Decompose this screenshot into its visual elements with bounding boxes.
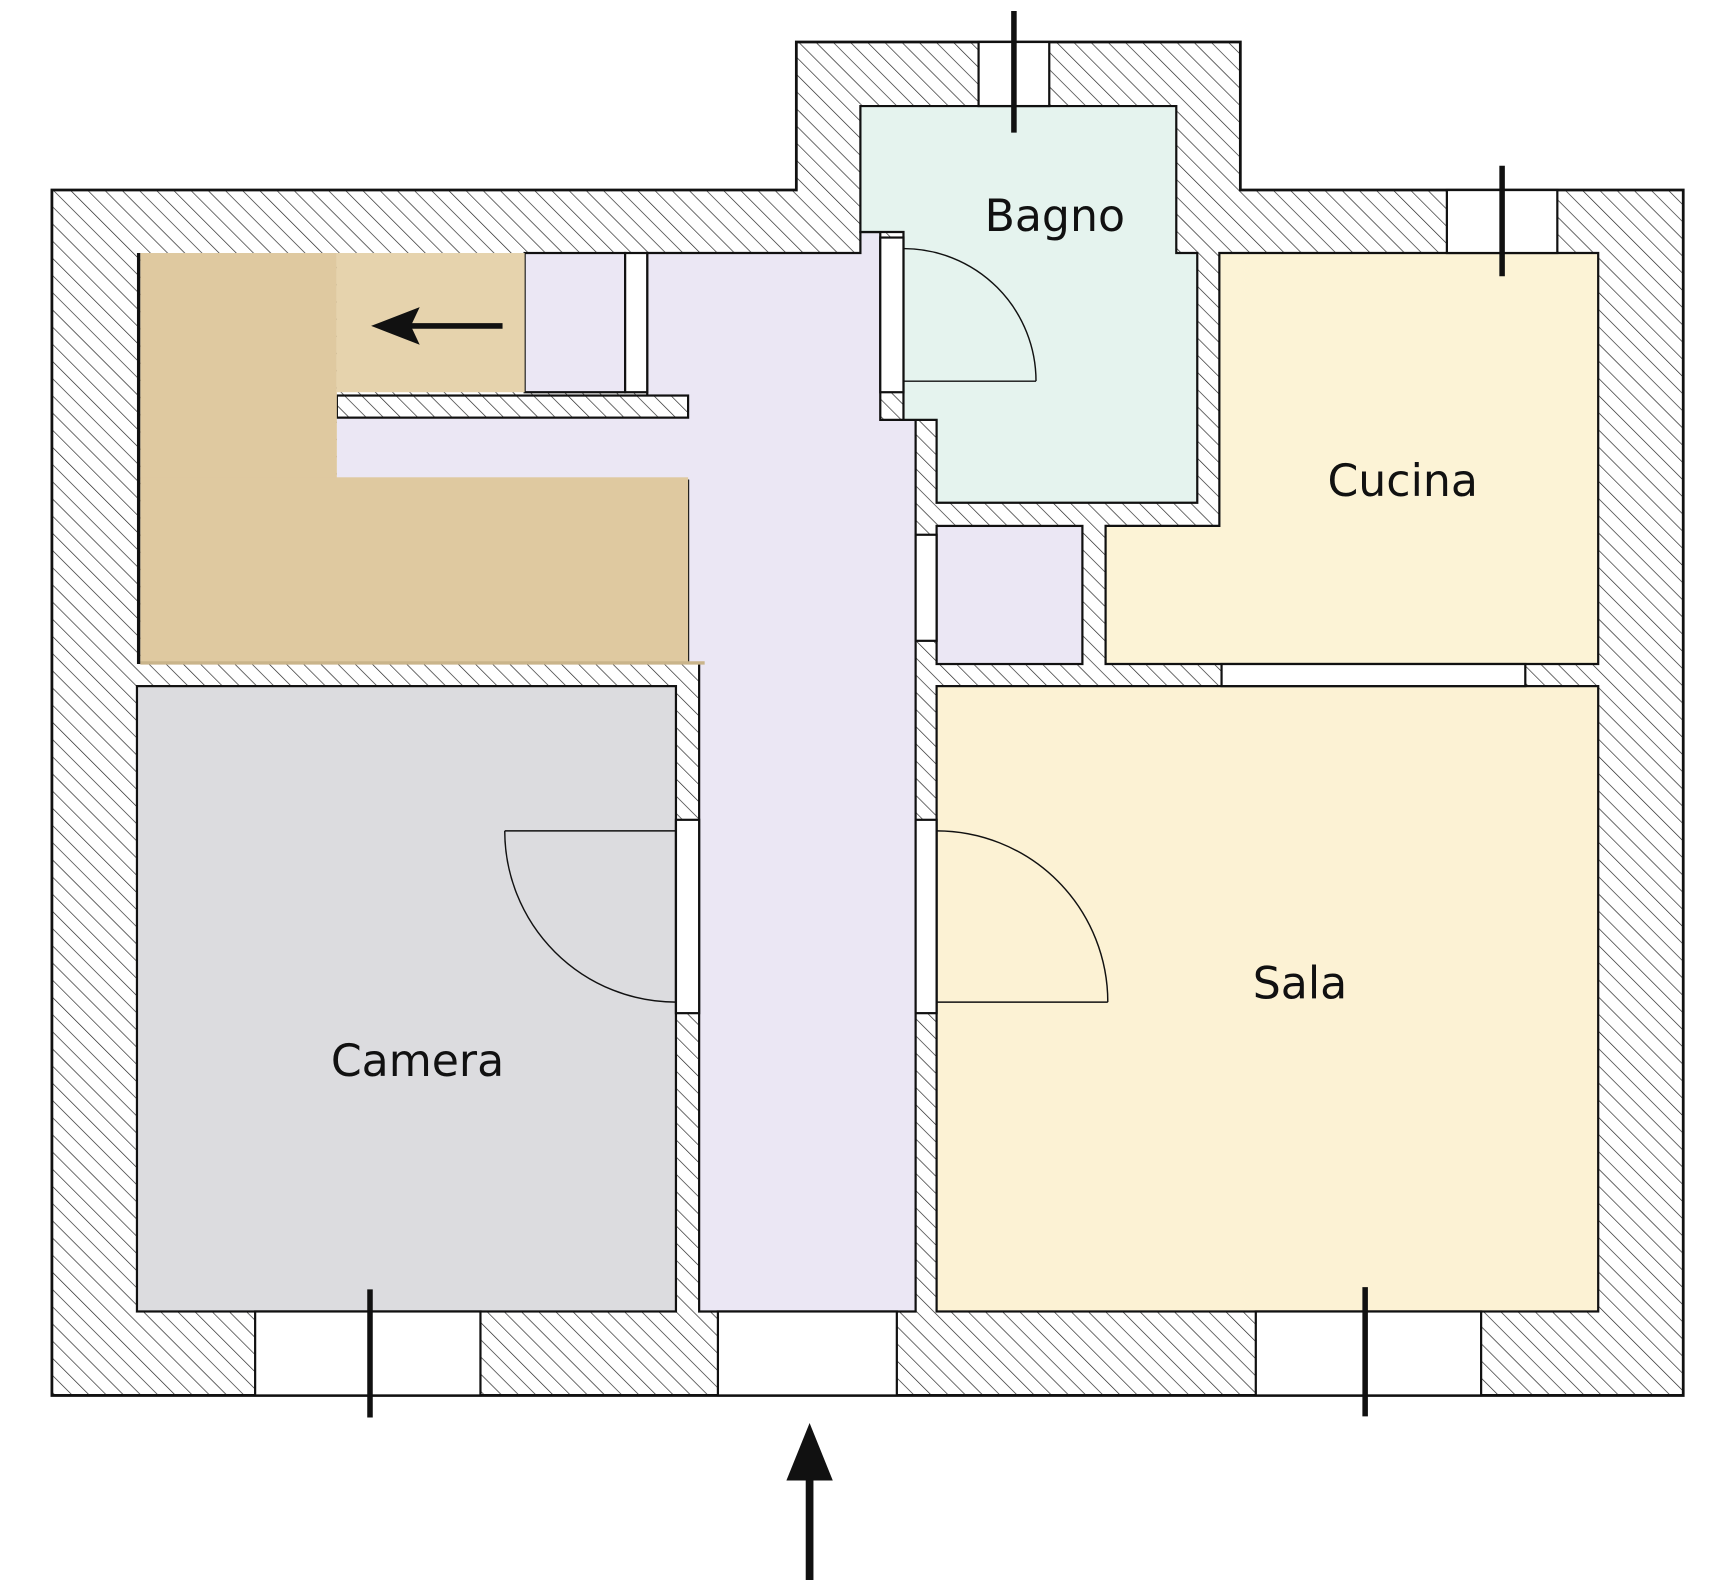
door-swing-sala <box>936 830 1109 1003</box>
wall-stub <box>335 394 690 419</box>
openings <box>254 40 1559 1397</box>
door-opening-sala <box>914 818 938 1015</box>
door-swing-camera <box>504 830 676 1003</box>
room-sala <box>935 685 1600 1313</box>
opening-stairs <box>624 251 649 394</box>
stairs-direction-arrow-icon <box>371 307 503 345</box>
door-opening-bagno <box>879 236 905 394</box>
stairs <box>140 253 705 665</box>
opening-cucina-sala <box>1220 662 1527 688</box>
stairs-frame <box>136 253 141 665</box>
room-bagno <box>859 104 1199 504</box>
label-cucina: Cucina <box>1327 456 1477 507</box>
label-bagno: Bagno <box>985 191 1125 242</box>
room-camera <box>135 685 678 1313</box>
door-opening-closet <box>914 533 938 642</box>
door-opening-camera <box>674 818 701 1015</box>
label-sala: Sala <box>1253 959 1347 1010</box>
entrance-arrow-icon <box>786 1423 833 1580</box>
entrance-door <box>716 1310 898 1397</box>
door-swing-bagno <box>903 247 1037 382</box>
label-camera: Camera <box>331 1036 504 1087</box>
corridor <box>336 230 1084 1313</box>
room-cucina <box>1104 251 1600 666</box>
window-sala <box>1254 1310 1483 1397</box>
window-markers <box>367 11 1505 1418</box>
